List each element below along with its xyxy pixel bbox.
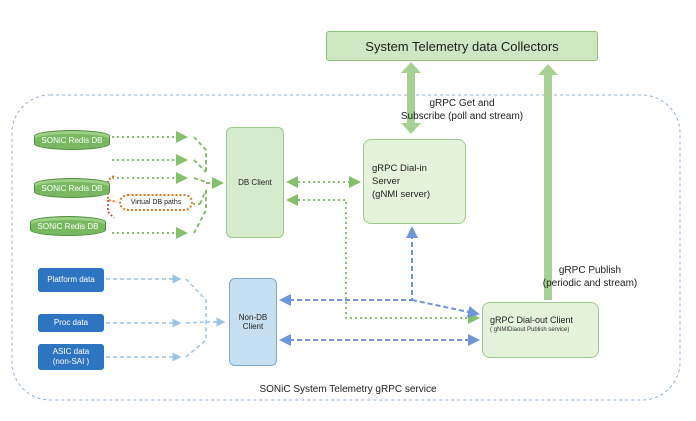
service-boundary [11, 94, 681, 401]
asic-data-box: ASIC data (non-SAI ) [38, 344, 104, 370]
get-subscribe-arrow [401, 62, 421, 134]
telemetry-collectors-box: System Telemetry data Collectors [326, 31, 598, 61]
proc-data-box: Proc data [38, 314, 104, 332]
dial-out-subtitle: ( gNMIDiaout Publish service) [490, 327, 570, 333]
grpc-get-label: gRPC Get and Subscribe (poll and stream) [400, 98, 524, 122]
redis-db-3: SONiC Redis DB [30, 216, 106, 236]
dial-in-server-label: gRPC Dial-in Server (gNMI server) [372, 163, 431, 200]
dial-in-server-box: gRPC Dial-in Server (gNMI server) [363, 139, 466, 224]
redis-db-1: SONiC Redis DB [34, 130, 110, 150]
service-label: SONiC System Telemetry gRPC service [259, 384, 437, 395]
dial-out-title: gRPC Dial-out Client [490, 315, 574, 325]
virtual-db-paths: Virtual DB paths [119, 194, 193, 211]
non-db-client-box: Non-DB Client [229, 278, 277, 366]
platform-data-box: Platform data [38, 268, 104, 292]
publish-arrow [538, 64, 558, 300]
db-client-box: DB Client [226, 127, 284, 238]
grpc-publish-label: gRPC Publish (periodic and stream) [542, 265, 638, 289]
dial-out-client-box: gRPC Dial-out Client ( gNMIDiaout Publis… [482, 302, 599, 358]
redis-db-2: SONiC Redis DB [34, 178, 110, 198]
